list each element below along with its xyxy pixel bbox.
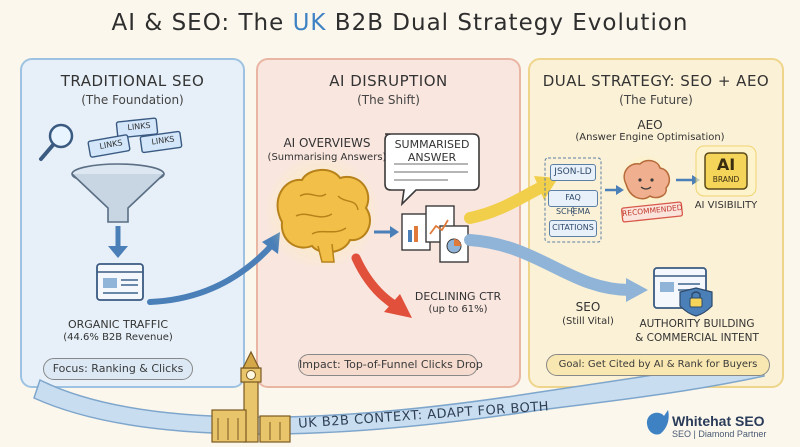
declining-ctr-label: DECLINING CTR bbox=[414, 290, 502, 303]
traditional-seo-panel: TRADITIONAL SEO (The Foundation) bbox=[20, 58, 245, 388]
tag-ellipsis: ⋮ bbox=[567, 205, 579, 218]
recommended-stamp-icon bbox=[620, 201, 684, 223]
links-tags bbox=[87, 117, 183, 158]
brand-logo: Whitehat SEO SEO | Diamond Partner bbox=[672, 413, 766, 439]
panel-subheading: (The Shift) bbox=[357, 93, 420, 107]
ai-overviews-note: (Summarising Answers) bbox=[267, 152, 387, 163]
panel-heading: AI DISRUPTION bbox=[329, 72, 448, 90]
summarised-answer-line1: SUMMARISED bbox=[394, 138, 470, 151]
ai-disruption-panel: AI DISRUPTION (The Shift) bbox=[256, 58, 521, 388]
speech-bubble-icon bbox=[384, 133, 480, 207]
focus-pill: Focus: Ranking & Clicks bbox=[43, 358, 193, 380]
authority-label-line1: AUTHORITY BUILDING bbox=[639, 318, 755, 330]
seo-note: (Still Vital) bbox=[562, 316, 614, 327]
organic-traffic-label: ORGANIC TRAFFIC bbox=[67, 318, 169, 331]
summarised-answer-line2: ANSWER bbox=[407, 151, 457, 164]
declining-ctr-note: (up to 61%) bbox=[428, 304, 488, 315]
seo-label: SEO bbox=[575, 300, 601, 314]
panel-subheading: (The Foundation) bbox=[81, 93, 184, 107]
aeo-label: AEO bbox=[637, 118, 663, 132]
funnel-icon bbox=[71, 163, 165, 223]
json-ld-tag: JSON-LD bbox=[550, 164, 596, 181]
faq-schema-tag: FAQ SCHEMA bbox=[548, 190, 598, 216]
down-arrow-icon bbox=[108, 226, 128, 258]
aeo-path-arrow-icon bbox=[464, 176, 558, 224]
aeo-note: (Answer Engine Optimisation) bbox=[575, 132, 725, 143]
documents-icon bbox=[401, 205, 469, 263]
ai-badge-text: AI bbox=[716, 155, 736, 174]
secure-browser-icon bbox=[653, 267, 713, 317]
panel-subheading: (The Future) bbox=[619, 93, 693, 107]
page-title: AI & SEO: The UK B2B Dual Strategy Evolu… bbox=[111, 10, 689, 36]
impact-pill: Impact: Top-of-Funnel Clicks Drop bbox=[298, 354, 483, 376]
organic-traffic-note: (44.6% B2B Revenue) bbox=[63, 332, 173, 343]
goal-pill: Goal: Get Cited by AI & Rank for Buyers bbox=[546, 354, 770, 376]
panel-heading: TRADITIONAL SEO bbox=[60, 72, 205, 90]
citations-tag: CITATIONS bbox=[549, 220, 597, 237]
magnifier-icon bbox=[39, 123, 74, 161]
browser-window-icon bbox=[96, 263, 144, 301]
curve-arrow-icon bbox=[147, 232, 280, 305]
ai-overviews-label: AI OVERVIEWS bbox=[283, 136, 371, 150]
ai-brand-badge-icon bbox=[695, 145, 757, 197]
big-ben-icon bbox=[211, 350, 291, 443]
small-arrow-icon bbox=[374, 226, 399, 238]
mini-brain-icon bbox=[619, 154, 671, 206]
ai-visibility-label: AI VISIBILITY bbox=[694, 200, 758, 211]
brand-logo-icon bbox=[646, 410, 669, 435]
brand-name: Whitehat SEO bbox=[672, 413, 765, 429]
title-highlight: UK bbox=[292, 10, 327, 36]
schema-tags-frame bbox=[544, 157, 602, 243]
declining-arrow-icon bbox=[351, 253, 412, 318]
authority-label-line2: & COMMERCIAL INTENT bbox=[635, 332, 759, 344]
small-arrow-icon-2 bbox=[605, 185, 624, 195]
seo-path-arrow-icon bbox=[464, 234, 648, 302]
brain-icon bbox=[264, 154, 380, 270]
panel-heading: DUAL STRATEGY: SEO + AEO bbox=[542, 72, 770, 90]
brand-badge-text: BRAND bbox=[712, 175, 740, 184]
brand-subtitle: SEO | Diamond Partner bbox=[672, 429, 767, 439]
